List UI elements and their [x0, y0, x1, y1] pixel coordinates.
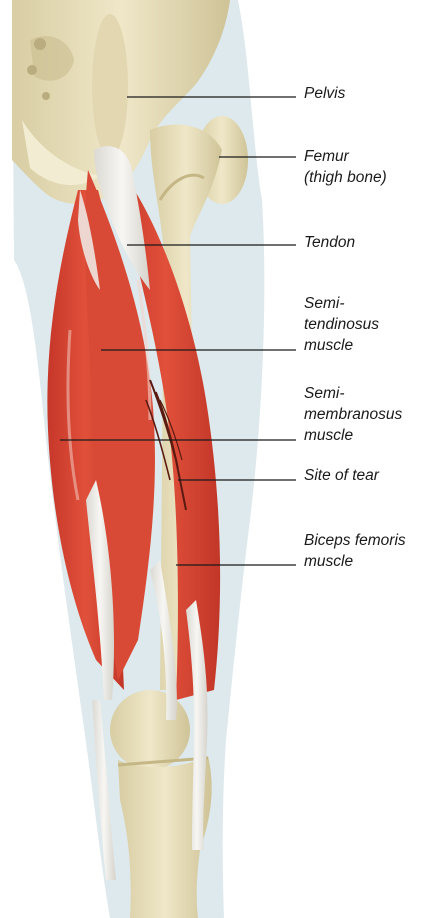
- tendon-label-line: Tendon: [304, 232, 355, 253]
- biceps-femoris-label-line-2: muscle: [304, 551, 406, 572]
- pelvis-label: Pelvis: [304, 83, 345, 104]
- semimembranosus-label: Semi- membranosus muscle: [304, 383, 402, 446]
- biceps-femoris-label: Biceps femoris muscle: [304, 530, 406, 572]
- semitendinosus-label-line-3: muscle: [304, 335, 379, 356]
- semimembranosus-label-line-2: membranosus: [304, 404, 402, 425]
- semimembranosus-label-line-1: Semi-: [304, 383, 402, 404]
- biceps-femoris-label-line-1: Biceps femoris: [304, 530, 406, 551]
- pelvis-label-line: Pelvis: [304, 83, 345, 104]
- femur-label-line-1: Femur: [304, 146, 387, 167]
- tendon-label: Tendon: [304, 232, 355, 253]
- femur-label: Femur (thigh bone): [304, 146, 387, 188]
- site-of-tear-label-line: Site of tear: [304, 465, 379, 486]
- semitendinosus-label-line-2: tendinosus: [304, 314, 379, 335]
- site-of-tear-label: Site of tear: [304, 465, 379, 486]
- semitendinosus-label-line-1: Semi-: [304, 293, 379, 314]
- femur-label-line-2: (thigh bone): [304, 167, 387, 188]
- semimembranosus-label-line-3: muscle: [304, 425, 402, 446]
- semitendinosus-label: Semi- tendinosus muscle: [304, 293, 379, 356]
